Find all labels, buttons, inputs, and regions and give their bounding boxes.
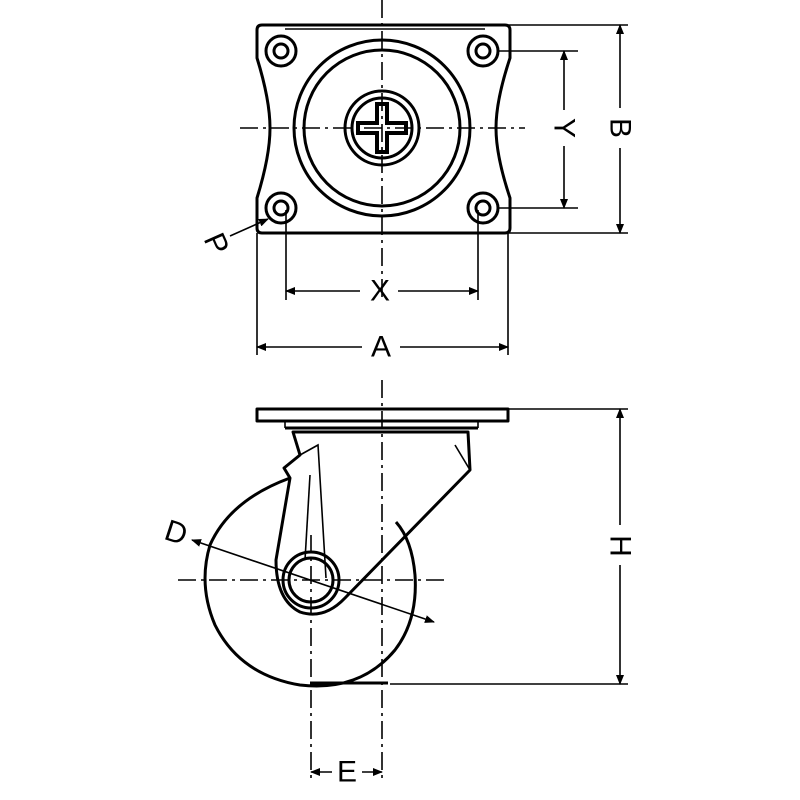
wheel-outline xyxy=(203,476,417,688)
dimension-label-h: H xyxy=(604,535,637,557)
side-view: D H E xyxy=(161,380,637,789)
bolt-hole-top-left xyxy=(264,34,298,68)
bolt-hole-top-right xyxy=(466,34,500,68)
fork-bracket xyxy=(274,430,472,616)
top-view: X A Y B P xyxy=(197,0,637,364)
bolt-hole-bottom-left xyxy=(264,191,298,225)
dimension-label-d: D xyxy=(161,514,192,552)
bolt-hole-bottom-right xyxy=(466,191,500,225)
dimension-label-x: X xyxy=(370,275,390,308)
dimension-label-y: Y xyxy=(548,118,581,138)
leader-line-p xyxy=(229,218,269,237)
dimension-label-a: A xyxy=(371,331,391,364)
dimension-label-e: E xyxy=(337,756,357,789)
dimension-label-p: P xyxy=(197,228,235,260)
dimension-line-d xyxy=(191,539,435,623)
dimension-label-b: B xyxy=(604,118,637,138)
